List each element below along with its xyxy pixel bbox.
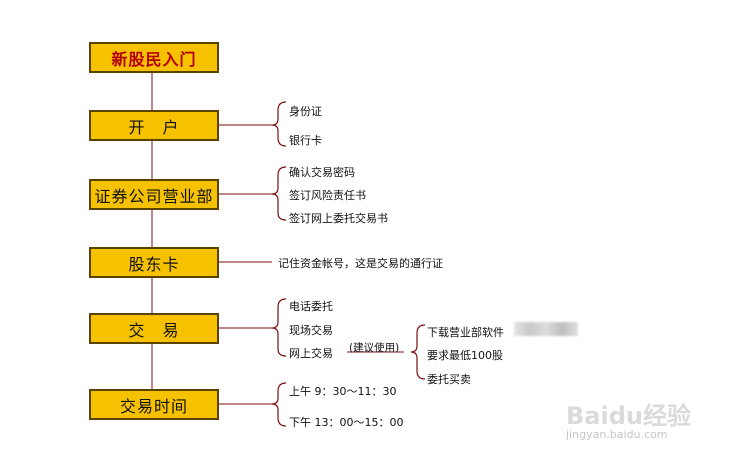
- node-open-account: 开 户: [89, 110, 219, 141]
- node-shareholder-card: 股东卡: [89, 247, 219, 278]
- online-recommend-note: (建议使用): [349, 342, 400, 354]
- item-online-agreement: 签订网上委托交易书: [289, 212, 388, 225]
- baidu-watermark-url: jingyan.baidu.com: [566, 428, 668, 441]
- step-download-software: 下载营业部软件: [427, 326, 504, 339]
- card-note: 记住资金帐号，这是交易的通行证: [278, 257, 443, 270]
- trade-onsite: 现场交易: [289, 324, 333, 337]
- brace-open: [271, 101, 287, 147]
- blurred-text: [514, 322, 578, 336]
- hours-afternoon: 下午 13：00～15：00: [289, 416, 404, 429]
- brace-trade: [271, 298, 287, 357]
- item-risk-agreement: 签订风险责任书: [289, 189, 366, 202]
- node-brokerage: 证券公司营业部: [89, 179, 219, 210]
- hours-morning: 上午 9：30～11：30: [289, 385, 397, 398]
- item-confirm-password: 确认交易密码: [289, 166, 355, 179]
- node-trade: 交 易: [89, 313, 219, 344]
- trade-phone: 电话委托: [289, 300, 333, 313]
- baidu-watermark-logo: Baidu经验: [566, 402, 691, 430]
- step-place-order: 委托买卖: [427, 373, 471, 386]
- trade-online: 网上交易: [289, 347, 333, 360]
- step-min-100-shares: 要求最低100股: [427, 349, 503, 362]
- brace-hours: [271, 382, 287, 427]
- brace-brokerage: [271, 166, 287, 221]
- item-bank-card: 银行卡: [289, 134, 322, 147]
- item-id-card: 身份证: [289, 105, 322, 118]
- node-new-investor: 新股民入门: [89, 42, 219, 73]
- brace-online: [410, 324, 426, 380]
- node-trading-hours: 交易时间: [89, 389, 219, 420]
